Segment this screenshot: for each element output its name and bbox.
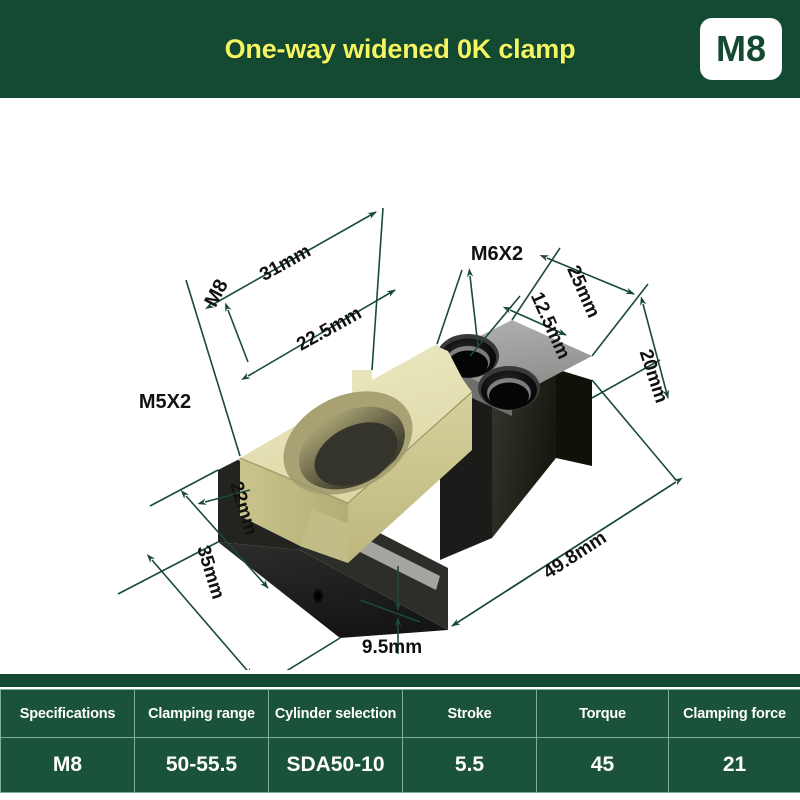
dimension-35mm: 35mm	[192, 543, 228, 602]
page-header: One-way widened 0K clamp M8	[0, 0, 800, 98]
header-clamping-range: Clamping range	[134, 689, 269, 738]
header-torque: Torque	[536, 689, 669, 738]
table-top-strip	[0, 674, 800, 687]
dimension-22.5mm: 22.5mm	[293, 303, 365, 356]
counterbore-hole-2	[478, 366, 540, 410]
oval-slot	[283, 391, 413, 495]
dimension-25mm: 25mm	[562, 262, 604, 321]
cell-cylinder-selection: SDA50-10	[268, 737, 403, 793]
callout-m6x2: M6X2	[471, 243, 523, 265]
header-clamping-force: Clamping force	[668, 689, 800, 738]
dimension-lines	[117, 207, 683, 670]
dimension-31mm: 31mm	[256, 241, 314, 286]
dimension-9.5mm: 9.5mm	[362, 637, 422, 658]
cell-specifications: M8	[0, 737, 135, 793]
spec-badge-label: M8	[715, 28, 766, 69]
specification-table: Specifications Clamping range Cylinder s…	[0, 670, 800, 800]
dimension-20mm: 20mm	[635, 347, 672, 406]
header-stroke: Stroke	[402, 689, 537, 738]
header-specifications: Specifications	[0, 689, 135, 738]
clamp-body	[218, 320, 592, 638]
callout-m8: M8	[200, 276, 232, 311]
cell-torque: 45	[536, 737, 669, 793]
callout-m5x2: M5X2	[139, 391, 191, 413]
technical-drawing-svg: 31mm 22.5mm 25mm 12.5mm 20mm 22mm 35mm 9…	[117, 207, 683, 670]
cell-clamping-range: 50-55.5	[134, 737, 269, 793]
cell-stroke: 5.5	[402, 737, 537, 793]
dimension-49.8mm: 49.8mm	[540, 527, 611, 583]
page-title: One-way widened 0K clamp	[224, 33, 576, 64]
product-diagram: 31mm 22.5mm 25mm 12.5mm 20mm 22mm 35mm 9…	[0, 98, 800, 670]
table-header-row: Specifications Clamping range Cylinder s…	[0, 689, 800, 738]
table-row: M8 50-55.5 SDA50-10 5.5 45 21	[0, 737, 800, 793]
spec-badge: M8	[700, 18, 782, 80]
spec-table: Specifications Clamping range Cylinder s…	[0, 689, 800, 793]
cell-clamping-force: 21	[668, 737, 800, 793]
header-cylinder-selection: Cylinder selection	[268, 689, 403, 738]
